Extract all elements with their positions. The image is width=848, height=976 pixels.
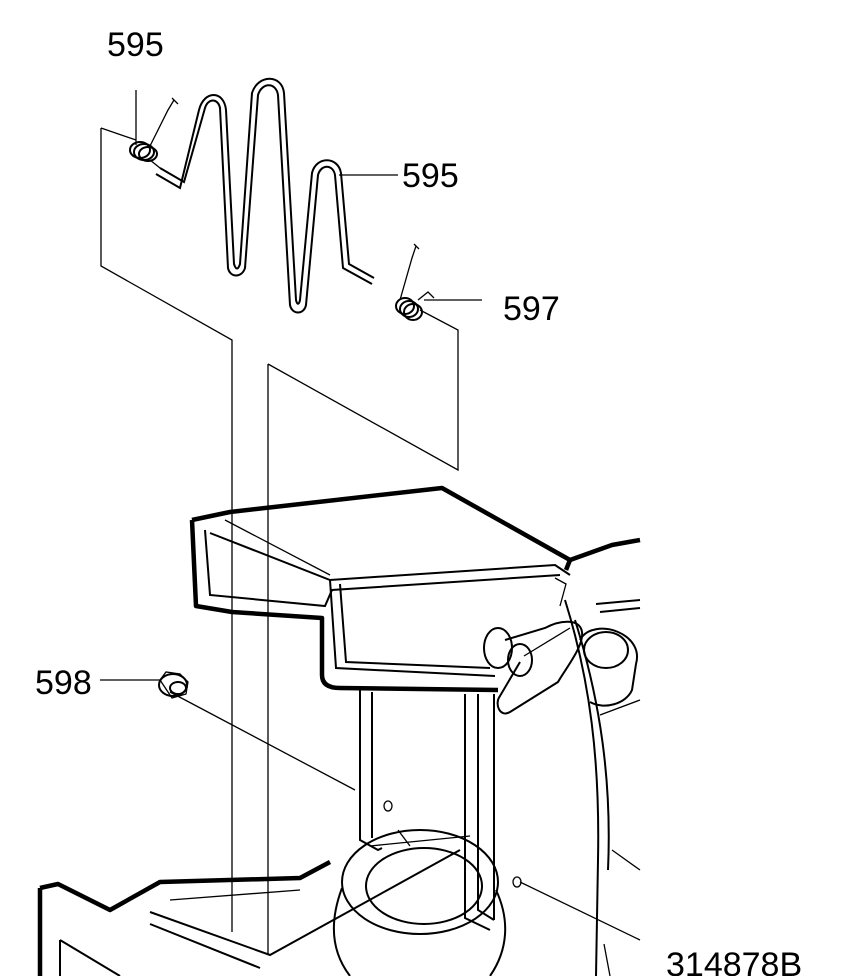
nut-598 xyxy=(158,671,189,699)
cylinder-boss xyxy=(579,599,641,716)
leader-lines xyxy=(100,174,482,681)
callout-598: 598 xyxy=(35,664,92,702)
base-frame xyxy=(37,849,461,976)
side-plate xyxy=(564,599,641,976)
bracket-housing xyxy=(189,485,641,693)
drum-chute xyxy=(332,829,507,976)
alignment-lines xyxy=(100,127,641,955)
torsion-spring-top xyxy=(129,90,179,169)
drawing-number: 314878B xyxy=(666,946,802,976)
mounting-post xyxy=(359,690,522,931)
spring-rod xyxy=(155,77,375,314)
wing-knob xyxy=(483,620,584,715)
callout-595-rod: 595 xyxy=(402,157,459,195)
torsion-spring-597 xyxy=(395,243,435,321)
callout-597: 597 xyxy=(503,290,560,328)
callout-595-top: 595 xyxy=(107,26,164,64)
